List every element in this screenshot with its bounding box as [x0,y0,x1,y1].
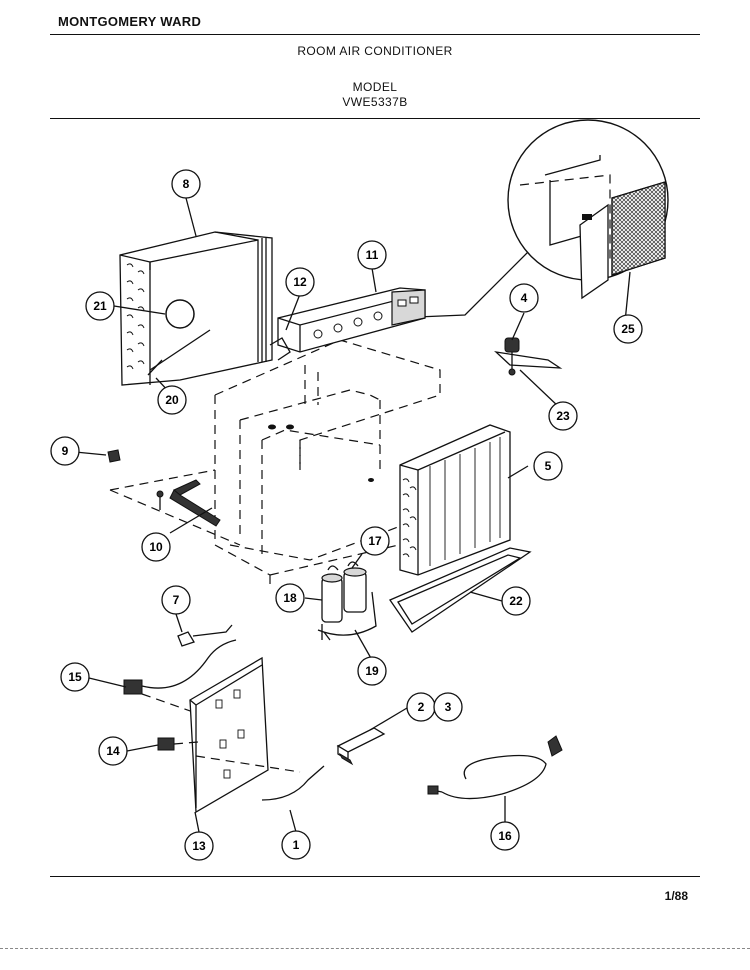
wire-clip-part [177,624,233,647]
svg-text:13: 13 [192,839,206,853]
svg-text:14: 14 [106,744,120,758]
svg-text:8: 8 [183,177,190,191]
clip-part [107,449,121,463]
callout-14: 14 [98,736,128,766]
model-number: VWE5337B [342,95,408,109]
page-title: ROOM AIR CONDITIONER [297,44,453,58]
callout-circles: 8 21 20 12 11 4 23 25 5 22 17 18 19 9 10… [50,169,643,861]
svg-text:11: 11 [366,248,379,262]
callout-10: 10 [141,532,171,562]
svg-text:15: 15 [68,670,82,684]
switch-bracket-part [494,337,563,376]
svg-text:17: 17 [368,534,382,548]
front-grille-detail [507,119,669,300]
date-code: 1/88 [664,889,688,903]
callout-15: 15 [60,662,90,692]
svg-text:7: 7 [173,593,180,607]
brand-name: MONTGOMERY WARD [58,14,202,29]
svg-text:12: 12 [293,275,307,289]
model-label: MODEL [352,80,398,94]
callout-9: 9 [50,436,80,466]
svg-text:16: 16 [498,829,512,843]
svg-text:18: 18 [283,591,297,605]
svg-text:10: 10 [149,540,163,554]
callout-16: 16 [490,821,520,851]
power-cord-part [427,735,563,800]
leader-lines [64,197,631,833]
callout-21: 21 [85,291,115,321]
callout-3: 3 [433,692,463,722]
callout-18: 18 [275,583,305,613]
footer-rule [50,876,700,877]
callout-4: 4 [509,283,539,313]
callout-22: 22 [501,586,531,616]
callout-5: 5 [533,451,563,481]
scan-edge-line [0,948,750,949]
evaporator-coil-part [119,231,273,386]
svg-text:4: 4 [521,291,528,305]
svg-text:25: 25 [621,322,635,336]
callout-12: 12 [285,267,315,297]
capacitor-assembly [317,561,377,641]
drain-pan-part [389,547,532,633]
svg-text:21: 21 [93,299,107,313]
callout-2: 2 [406,692,436,722]
heater-element-part [336,727,386,766]
control-box-panel-part [189,656,269,814]
callout-23: 23 [548,401,578,431]
callout-13: 13 [184,831,214,861]
callout-19: 19 [357,656,387,686]
svg-text:3: 3 [445,700,452,714]
mounting-rail-part [156,479,221,527]
callout-25: 25 [613,314,643,344]
callout-8: 8 [171,169,201,199]
svg-text:23: 23 [556,409,570,423]
callout-11: 11 [357,240,387,270]
svg-text:2: 2 [418,700,425,714]
condenser-coil-part [399,424,511,576]
svg-text:19: 19 [365,664,379,678]
thermostat-bulb-clip [165,299,195,329]
svg-text:9: 9 [62,444,69,458]
callout-20: 20 [157,385,187,415]
svg-text:5: 5 [545,459,552,473]
svg-text:1: 1 [293,838,300,852]
svg-text:22: 22 [509,594,523,608]
callout-7: 7 [161,585,191,615]
relay-part [157,737,199,751]
callout-1: 1 [281,830,311,860]
svg-text:20: 20 [165,393,179,407]
tube-part [195,755,325,801]
control-panel-part [269,287,426,361]
title-rule [50,118,700,119]
callout-17: 17 [360,526,390,556]
header-rule [50,34,700,35]
